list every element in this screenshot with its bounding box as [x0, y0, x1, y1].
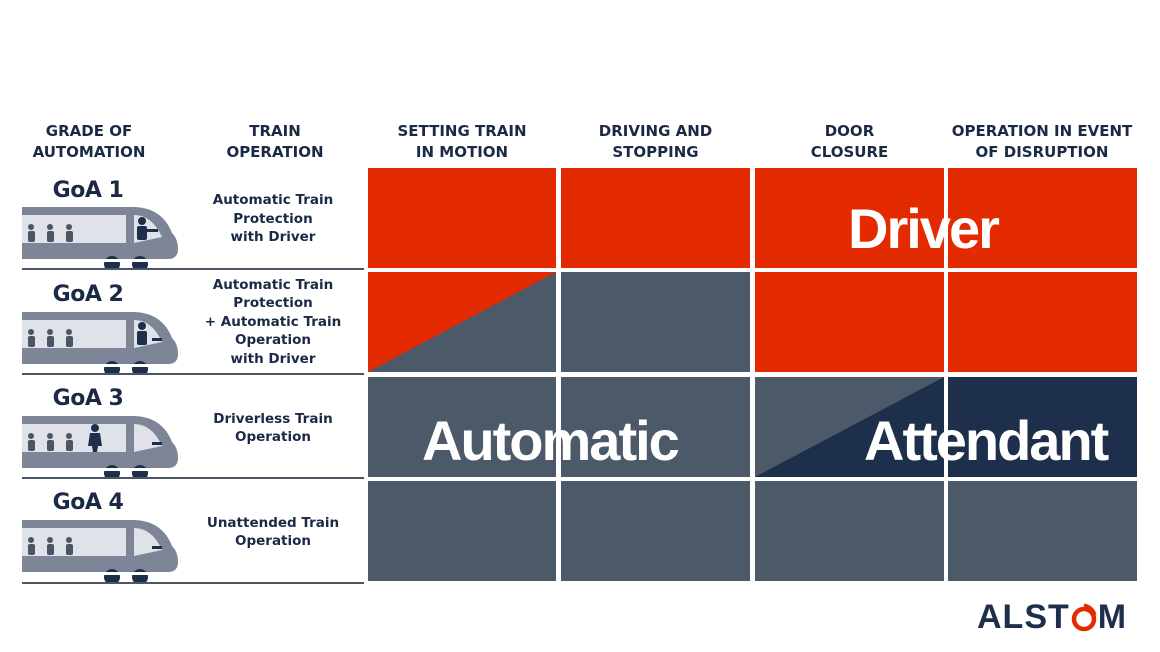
- alstom-logo: ALST M: [977, 598, 1127, 637]
- header-train-operation: TRAIN OPERATION: [226, 122, 324, 161]
- row-separator: [22, 268, 364, 270]
- goa-1-label: GoA 1: [52, 178, 124, 203]
- row-separator: [22, 477, 364, 479]
- goa-4-label: GoA 4: [52, 490, 124, 515]
- cell-goa2-driving: [561, 272, 750, 372]
- logo-text-start: ALST: [977, 598, 1070, 636]
- cell-goa3-driving: [561, 377, 750, 477]
- row-separator: [22, 582, 364, 584]
- goa-3-operation: Driverless Train Operation: [213, 410, 333, 446]
- cell-goa1-disruption: [948, 168, 1137, 268]
- cell-goa4-door: [755, 481, 944, 581]
- header-driving-and-stopping: DRIVING AND STOPPING: [598, 122, 713, 161]
- train-goa-2-icon: [22, 312, 178, 374]
- header-setting-train-in-motion: SETTING TRAIN IN MOTION: [397, 122, 527, 161]
- goa-2-operation: Automatic Train Protection + Automatic T…: [204, 276, 342, 367]
- cell-goa3-motion: [368, 377, 556, 477]
- cell-goa1-motion: [368, 168, 556, 268]
- driver-label: Driver: [848, 197, 1000, 260]
- goa-4-operation: Unattended Train Operation: [206, 514, 340, 550]
- header-operation-in-event-of-disruption: OPERATION IN EVENT OF DISRUPTION: [951, 122, 1133, 161]
- cell-goa2-motion: [368, 272, 556, 372]
- goa-2-label: GoA 2: [52, 282, 124, 307]
- cell-goa1-door: [755, 168, 944, 268]
- header-door-closure: DOOR CLOSURE: [810, 122, 889, 161]
- cell-goa3-door: [755, 377, 944, 477]
- goa-1-operation: Automatic Train Protection with Driver: [212, 192, 334, 246]
- logo-text-end: M: [1097, 598, 1128, 636]
- cell-goa3-disruption: [948, 377, 1137, 477]
- cell-goa2-disruption: [948, 272, 1137, 372]
- goa-3-label: GoA 3: [52, 386, 124, 411]
- cell-goa4-motion: [368, 481, 556, 581]
- cell-goa4-driving: [561, 481, 750, 581]
- cell-goa2-door: [755, 272, 944, 372]
- header-grade-of-automation: GRADE OF AUTOMATION: [32, 122, 146, 161]
- cell-goa1-driving: [561, 168, 750, 268]
- logo-o-icon: [1071, 603, 1097, 633]
- train-goa-4-icon: [22, 520, 178, 582]
- automatic-label: Automatic: [422, 409, 680, 472]
- train-goa-1-icon: [22, 207, 178, 269]
- row-separator: [22, 373, 364, 375]
- attendant-label: Attendant: [864, 409, 1109, 472]
- train-goa-3-icon: [22, 416, 178, 478]
- cell-goa4-disruption: [948, 481, 1137, 581]
